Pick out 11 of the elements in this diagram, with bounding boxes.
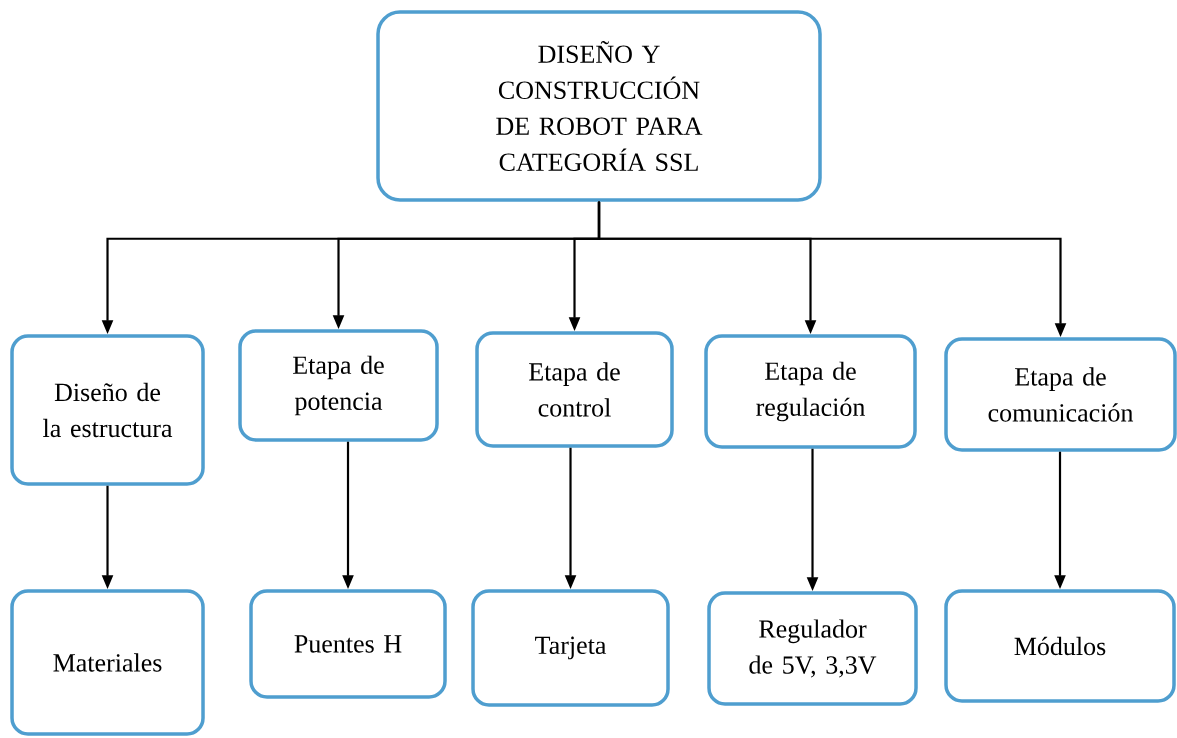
process-box: Diseño de la estructura bbox=[10, 334, 205, 486]
process-box: Etapa de potencia bbox=[238, 329, 439, 442]
process-box: Etapa de control bbox=[475, 331, 674, 448]
process-box: Regulador de 5V, 3,3V bbox=[707, 591, 918, 706]
process-box: Materiales bbox=[10, 589, 205, 736]
process-box: Módulos bbox=[944, 589, 1176, 703]
process-box: DISEÑO Y CONSTRUCCIÓN DE ROBOT PARA CATEGORÍA SSL bbox=[376, 10, 822, 202]
process-box: Etapa de comunicación bbox=[944, 337, 1177, 452]
process-box: Etapa de regulación bbox=[704, 334, 917, 449]
process-box: Puentes H bbox=[249, 589, 447, 699]
process-box: Tarjeta bbox=[471, 589, 670, 707]
